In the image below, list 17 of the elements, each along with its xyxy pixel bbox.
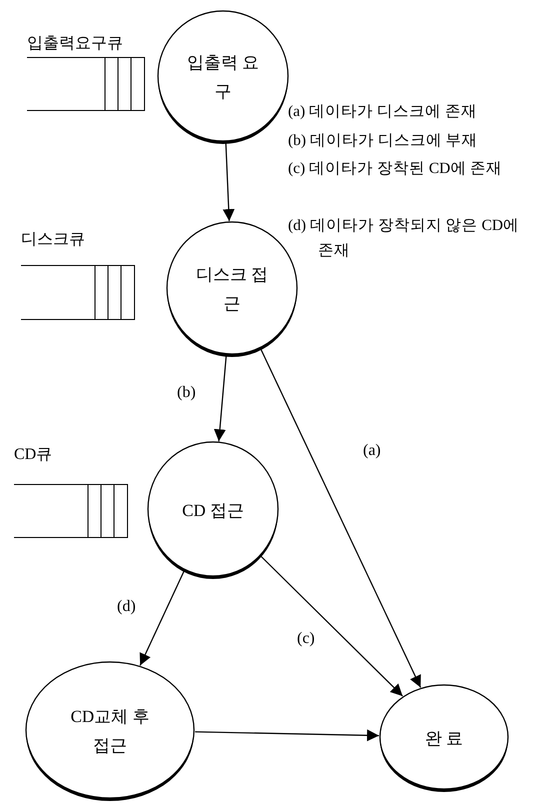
queue-label: CD큐 — [14, 445, 52, 465]
arrow — [140, 570, 185, 666]
queue-label: 디스크큐 — [21, 230, 85, 250]
edge-label: (a) — [362, 442, 382, 460]
edge-label: (c) — [296, 630, 316, 648]
arrow — [222, 142, 235, 222]
edge-label: (d) — [116, 598, 137, 616]
condition-note: (a) 데이타가 디스크에 존재 — [288, 102, 478, 122]
edge-label: (b) — [176, 384, 197, 402]
condition-note: (b) 데이타가 디스크에 부재 — [288, 131, 479, 151]
condition-note: (c) 데이타가 장착된 CD에 존재 — [288, 159, 504, 179]
queue-label: 입출력요구큐 — [27, 34, 123, 54]
arrow — [194, 729, 380, 742]
condition-note: (d) 데이타가 장착되지 않은 CD에 존재 — [288, 216, 520, 261]
arrow — [260, 556, 404, 697]
arrow — [214, 354, 227, 442]
arrow — [260, 348, 422, 688]
